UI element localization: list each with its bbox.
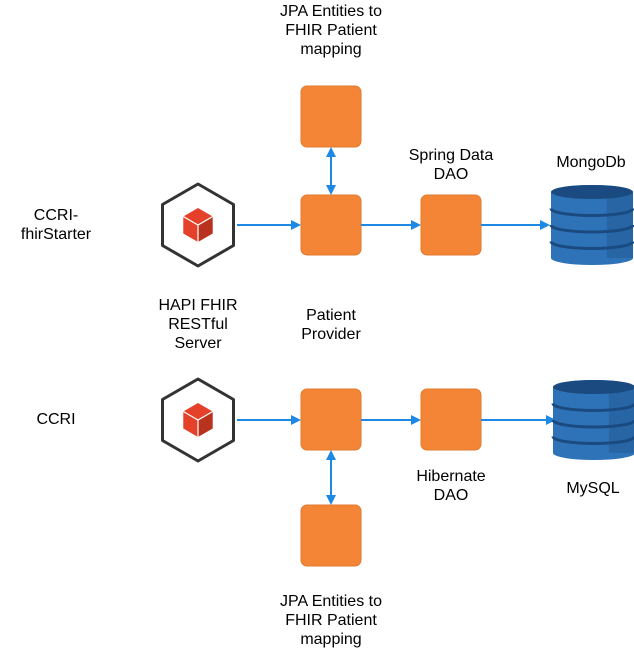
label-line: FHIR Patient (285, 612, 377, 629)
hibernate-dao-box (420, 388, 482, 451)
cube-right-face (198, 411, 213, 437)
database-top (551, 185, 633, 199)
label-line: mapping (300, 41, 362, 58)
database-shade (608, 387, 634, 453)
cube-left-face (183, 411, 198, 437)
cube-left-face (183, 216, 198, 242)
database-band (551, 435, 634, 445)
label-line: MySQL (566, 480, 620, 497)
label-line: Server (174, 335, 222, 352)
mongodb-database-icon (549, 185, 634, 265)
label-ccri-fhirstarter: CCRI-fhirStarter (16, 206, 96, 244)
label-line: mapping (300, 631, 362, 648)
label-mongodb: MongoDb (541, 153, 634, 172)
database-body (553, 380, 634, 460)
label-line: DAO (433, 487, 469, 504)
jpa-mapping-box-top (300, 85, 362, 148)
top-server-hexagon-icon (161, 182, 235, 268)
label-line: CCRI (36, 411, 76, 428)
database-body (551, 185, 633, 265)
database-shade (606, 192, 633, 258)
label-mysql: MySQL (543, 479, 634, 498)
label-line: FHIR Patient (285, 22, 377, 39)
spring-data-dao-box (420, 194, 482, 256)
database-band (549, 240, 634, 250)
label-line: JPA Entities to (280, 3, 382, 20)
label-jpa-mapping-bottom: JPA Entities to FHIR Patient mapping (256, 592, 406, 649)
label-line: HAPI FHIR (158, 297, 238, 314)
label-line: Spring Data (408, 147, 494, 164)
label-line: RESTful (168, 316, 228, 333)
bottom-server-hexagon-icon (161, 377, 235, 463)
cube-right-face (198, 216, 213, 242)
label-line: DAO (433, 166, 469, 183)
label-line: JPA Entities to (280, 593, 382, 610)
database-band (549, 207, 634, 217)
label-line: CCRI- (33, 207, 79, 224)
label-line: Provider (301, 326, 361, 343)
patient-provider-box-top (300, 194, 362, 256)
label-line: Patient (306, 307, 356, 324)
database-band (551, 419, 634, 429)
database-band (549, 224, 634, 234)
database-top (553, 380, 634, 394)
label-line: Hibernate (416, 468, 486, 485)
mysql-database-icon (551, 380, 634, 460)
label-line: fhirStarter (20, 226, 92, 243)
label-ccri: CCRI (16, 410, 96, 429)
patient-provider-box-bottom (300, 388, 362, 451)
label-jpa-mapping-top: JPA Entities to FHIR Patient mapping (256, 2, 406, 59)
label-line: MongoDb (556, 154, 626, 171)
jpa-mapping-box-bottom (300, 504, 362, 567)
database-band (551, 402, 634, 412)
